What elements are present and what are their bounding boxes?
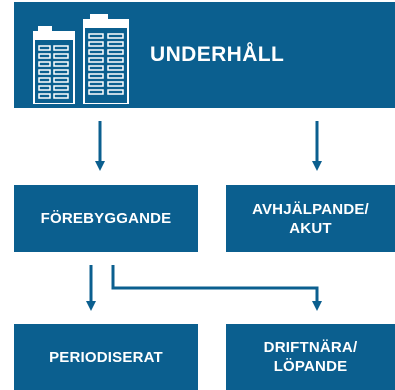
node-periodiserat-label: PERIODISERAT — [49, 348, 163, 366]
node-avhjalpande-akut: AVHJÄLPANDE/ AKUT — [226, 185, 395, 252]
node-avhjalpande-label-line1: AVHJÄLPANDE/ — [252, 200, 369, 218]
apartment-buildings-icon — [33, 14, 129, 104]
node-avhjalpande-label-line2: AKUT — [289, 219, 332, 237]
node-driftnara-label-line1: DRIFTNÄRA/ — [263, 339, 358, 356]
root-node-underhall: UNDERHÅLL — [14, 2, 395, 108]
node-driftnara-lopande: DRIFTNÄRA/ LÖPANDE — [226, 324, 395, 390]
node-periodiserat: PERIODISERAT — [14, 324, 198, 390]
root-label: UNDERHÅLL — [150, 43, 285, 66]
node-forebyggande-label: FÖREBYGGANDE — [40, 210, 172, 227]
arrow-forebyggande-to-driftnara — [111, 265, 322, 311]
node-driftnara-label-line2: LÖPANDE — [273, 358, 348, 375]
node-forebyggande: FÖREBYGGANDE — [14, 185, 198, 252]
